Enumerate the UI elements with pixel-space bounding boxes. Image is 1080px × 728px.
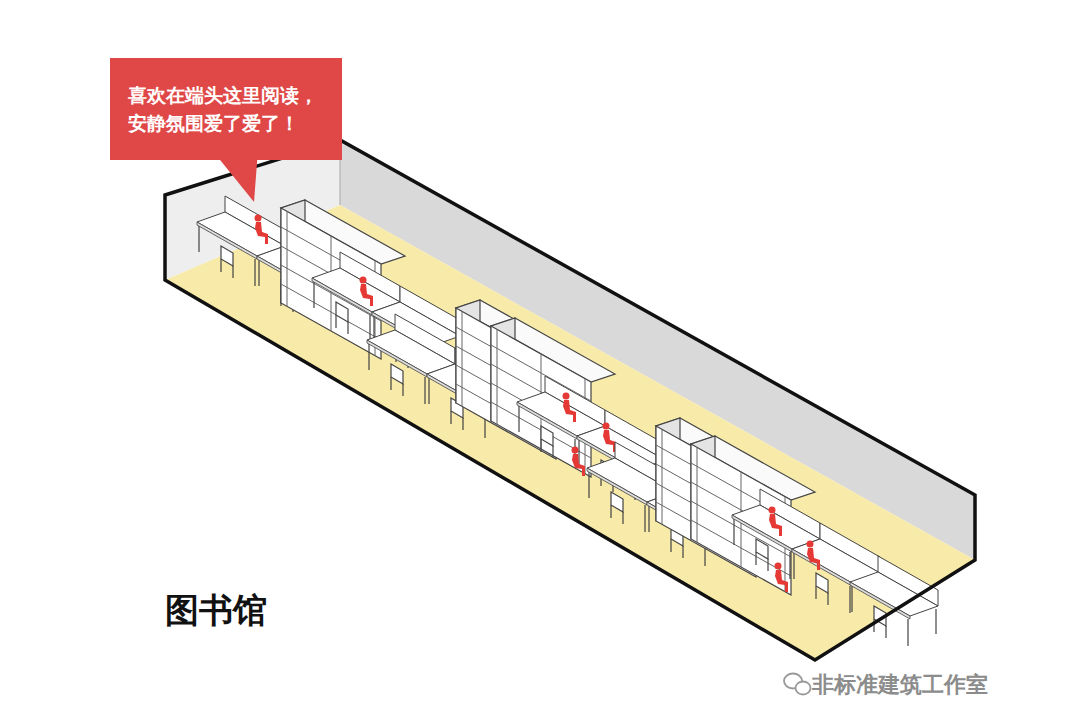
desk: [850, 556, 938, 646]
reader-figure: [769, 507, 783, 537]
reader-figure: [360, 277, 374, 307]
speech-bubble: 喜欢在端头这里阅读， 安静氛围爱了爱了！: [110, 58, 342, 160]
desk: [197, 196, 285, 286]
reader-figure: [807, 541, 821, 571]
desk: [517, 376, 605, 466]
reader-figure: [572, 447, 586, 477]
desk: [312, 252, 400, 342]
desk: [792, 523, 880, 613]
diagram-title: 图书馆: [165, 588, 267, 634]
wechat-icon: [784, 674, 811, 695]
reader-figure: [775, 563, 789, 593]
reader-figure: [563, 393, 577, 423]
bookshelf: [491, 318, 615, 477]
reader-figure: [603, 423, 617, 453]
watermark-text: 非标准建筑工作室: [812, 670, 988, 700]
bubble-text: 喜欢在端头这里阅读， 安静氛围爱了爱了！: [128, 81, 324, 137]
room-outline: [165, 140, 975, 660]
desk: [367, 314, 455, 404]
reader-figure: [255, 215, 269, 245]
